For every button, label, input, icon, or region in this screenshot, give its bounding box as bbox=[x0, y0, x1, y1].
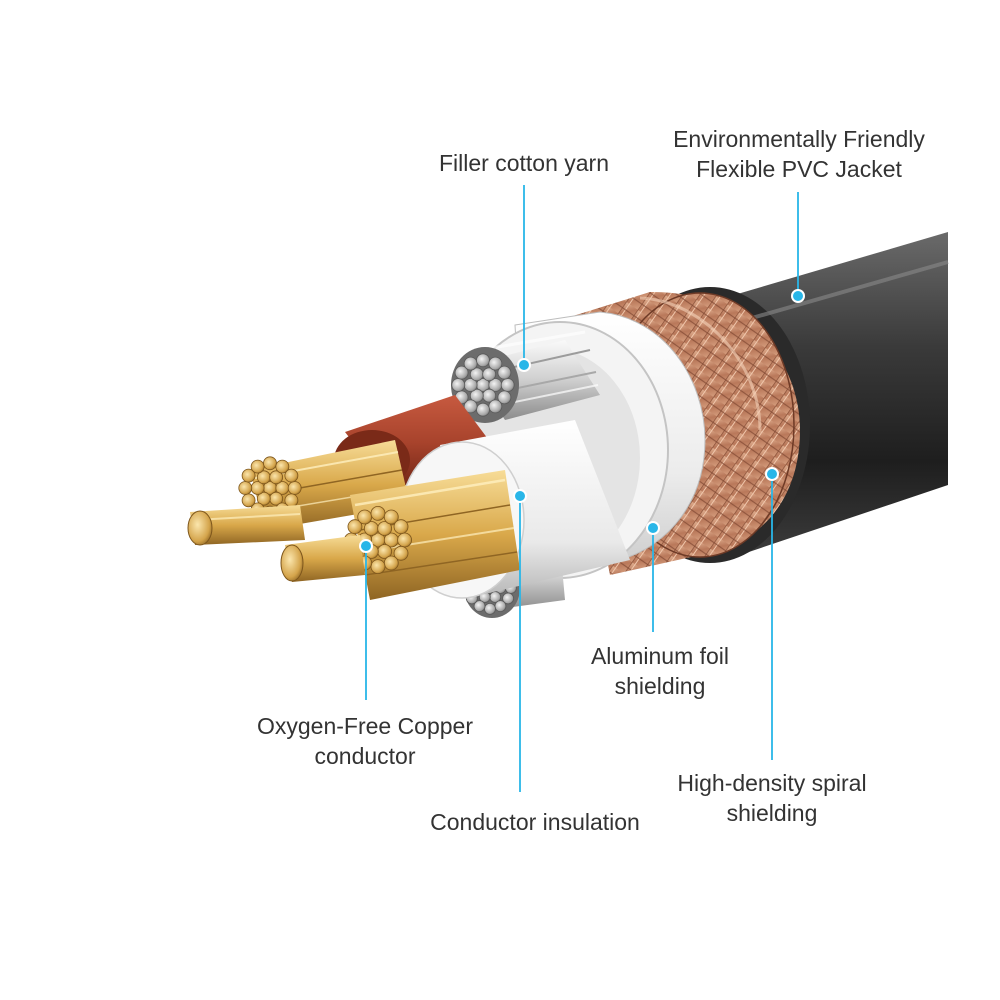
strand-end bbox=[393, 519, 409, 535]
silver-strand-ends-top bbox=[451, 353, 515, 417]
label-high-density-spiral: High-density spiral shielding bbox=[660, 768, 884, 828]
strand-end bbox=[488, 399, 503, 414]
label-foil-line1: Aluminum foil bbox=[590, 643, 730, 669]
strand-end bbox=[497, 390, 512, 405]
strand-end bbox=[488, 356, 503, 371]
label-pvc-jacket: Environmentally Friendly Flexible PVC Ja… bbox=[658, 124, 940, 184]
strand-end bbox=[383, 509, 399, 525]
leader-insulation bbox=[513, 489, 527, 792]
leader-filler bbox=[517, 185, 531, 372]
strand-end bbox=[500, 378, 515, 392]
label-jacket-line1: Environmentally Friendly bbox=[673, 126, 925, 152]
strand-end bbox=[451, 378, 466, 392]
strand-end bbox=[497, 365, 512, 380]
strand-end bbox=[482, 367, 497, 382]
label-spiral-line2: shielding bbox=[726, 800, 818, 826]
strand-end bbox=[287, 481, 302, 495]
label-foil-line2: shielding bbox=[614, 673, 706, 699]
label-copper-line2: conductor bbox=[314, 743, 416, 769]
strand-end bbox=[476, 402, 490, 417]
label-jacket-line2: Flexible PVC Jacket bbox=[696, 156, 902, 182]
strand-end bbox=[241, 468, 256, 483]
strand-end bbox=[238, 481, 253, 495]
copper-conductor-left-strand bbox=[187, 505, 305, 546]
copper-conductor-lower bbox=[343, 470, 520, 600]
strand-end bbox=[476, 353, 490, 368]
strand-end bbox=[275, 459, 290, 474]
label-filler-cotton-yarn: Filler cotton yarn bbox=[424, 148, 624, 178]
label-conductor-insulation: Conductor insulation bbox=[415, 807, 655, 837]
strand-end bbox=[357, 509, 373, 525]
strand-end bbox=[397, 532, 413, 548]
strand-end bbox=[463, 356, 478, 371]
strand-end bbox=[494, 600, 507, 612]
label-aluminum-foil-shielding: Aluminum foil shielding bbox=[570, 641, 750, 701]
strand-end bbox=[370, 506, 386, 521]
filler-cotton-yarn-bundle bbox=[451, 330, 600, 423]
strand-end bbox=[469, 388, 484, 403]
leader-jacket bbox=[791, 192, 805, 303]
strand-end bbox=[250, 459, 265, 474]
strand-end bbox=[284, 468, 299, 483]
strand-end bbox=[502, 592, 514, 605]
strand-end bbox=[263, 456, 277, 471]
strand-end bbox=[256, 491, 271, 506]
strand-end bbox=[473, 600, 486, 612]
strand-end bbox=[269, 470, 284, 485]
strand-end bbox=[463, 399, 478, 414]
strand-end bbox=[484, 603, 496, 615]
label-filler-line1: Filler cotton yarn bbox=[438, 150, 609, 176]
strand-end bbox=[393, 545, 409, 561]
leader-spiral bbox=[765, 467, 779, 760]
leader-copper bbox=[359, 539, 373, 700]
strand-end bbox=[347, 519, 363, 535]
leader-foil bbox=[646, 521, 660, 632]
copper-conductor-side-strand bbox=[280, 535, 365, 582]
strand-end bbox=[241, 493, 256, 508]
strand-end bbox=[377, 521, 393, 536]
strand-end bbox=[370, 559, 386, 574]
strand-end bbox=[383, 555, 399, 571]
strand-end bbox=[454, 365, 469, 380]
label-copper-line1: Oxygen-Free Copper bbox=[256, 713, 474, 739]
label-spiral-line1: High-density spiral bbox=[677, 770, 867, 796]
label-insulation-line1: Conductor insulation bbox=[430, 809, 640, 835]
label-oxygen-free-copper: Oxygen-Free Copper conductor bbox=[240, 711, 490, 771]
